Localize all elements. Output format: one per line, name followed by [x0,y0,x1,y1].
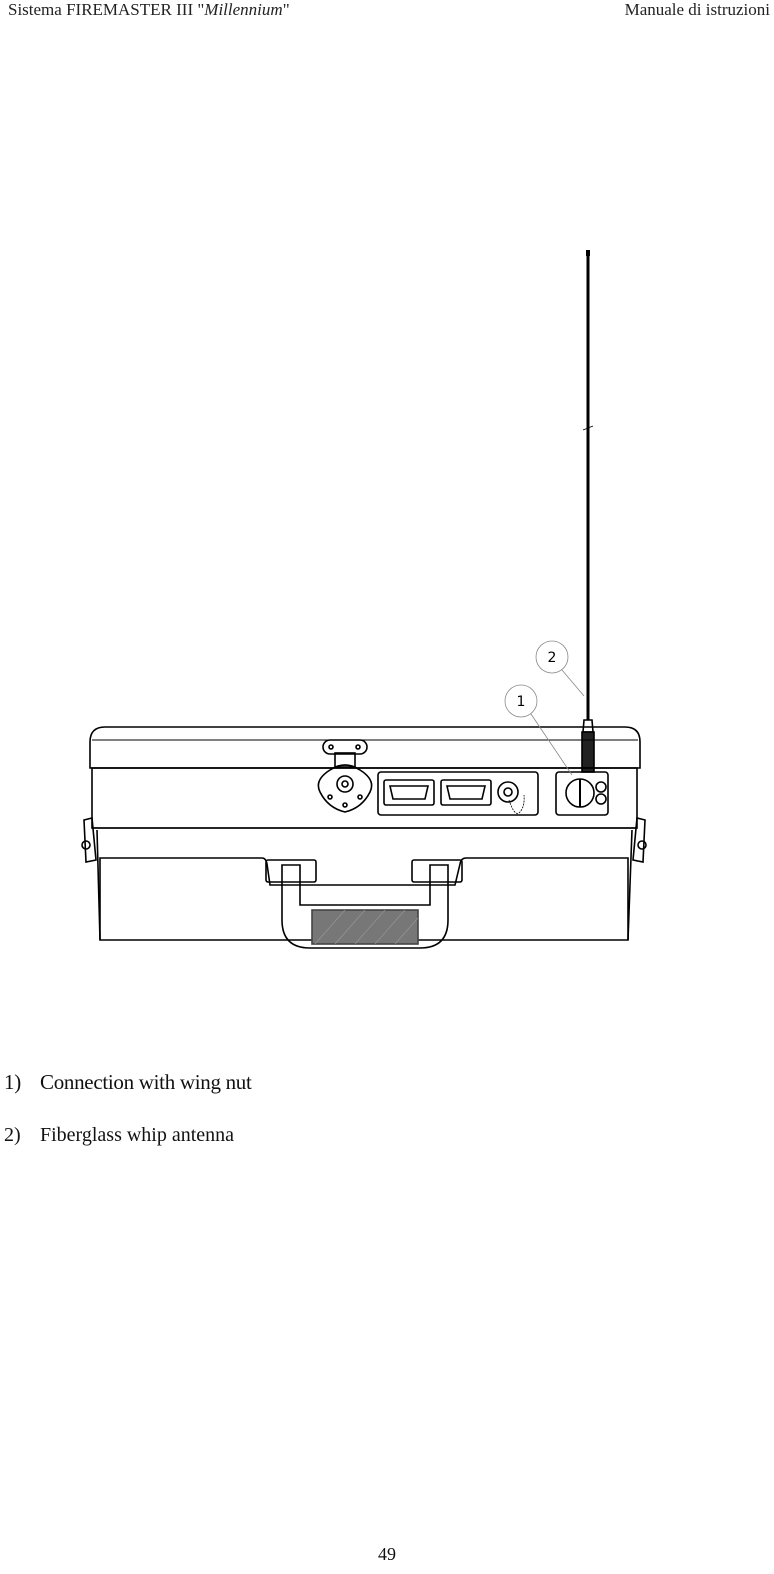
callout-2 [535,640,569,674]
header-title-text: Sistema FIREMASTER III " [8,0,205,19]
callout-1 [504,684,538,718]
page-number: 49 [378,1544,396,1564]
header-manual-label: Manuale di istruzioni [624,0,770,19]
legend-text: Connection with wing nut [40,1070,252,1094]
antenna-tip [586,250,590,256]
legend-number: 1) [4,1070,21,1094]
header-title-suffix: " [282,0,290,19]
svg-text:2: 2 [548,650,557,666]
header-title-italic: Millennium [204,0,283,19]
legend-number: 2) [4,1124,21,1146]
svg-text:1: 1 [517,694,526,710]
legend-text: Fiberglass whip antenna [40,1124,235,1146]
header-document-title: Sistema FIREMASTER III "Millennium" [8,0,290,20]
case-antenna-drawing: 2 1 [81,250,647,949]
legend-item-1: 1) Connection with wing nut [4,1070,252,1094]
legend-item-2: 2) Fiberglass whip antenna [4,1123,234,1147]
